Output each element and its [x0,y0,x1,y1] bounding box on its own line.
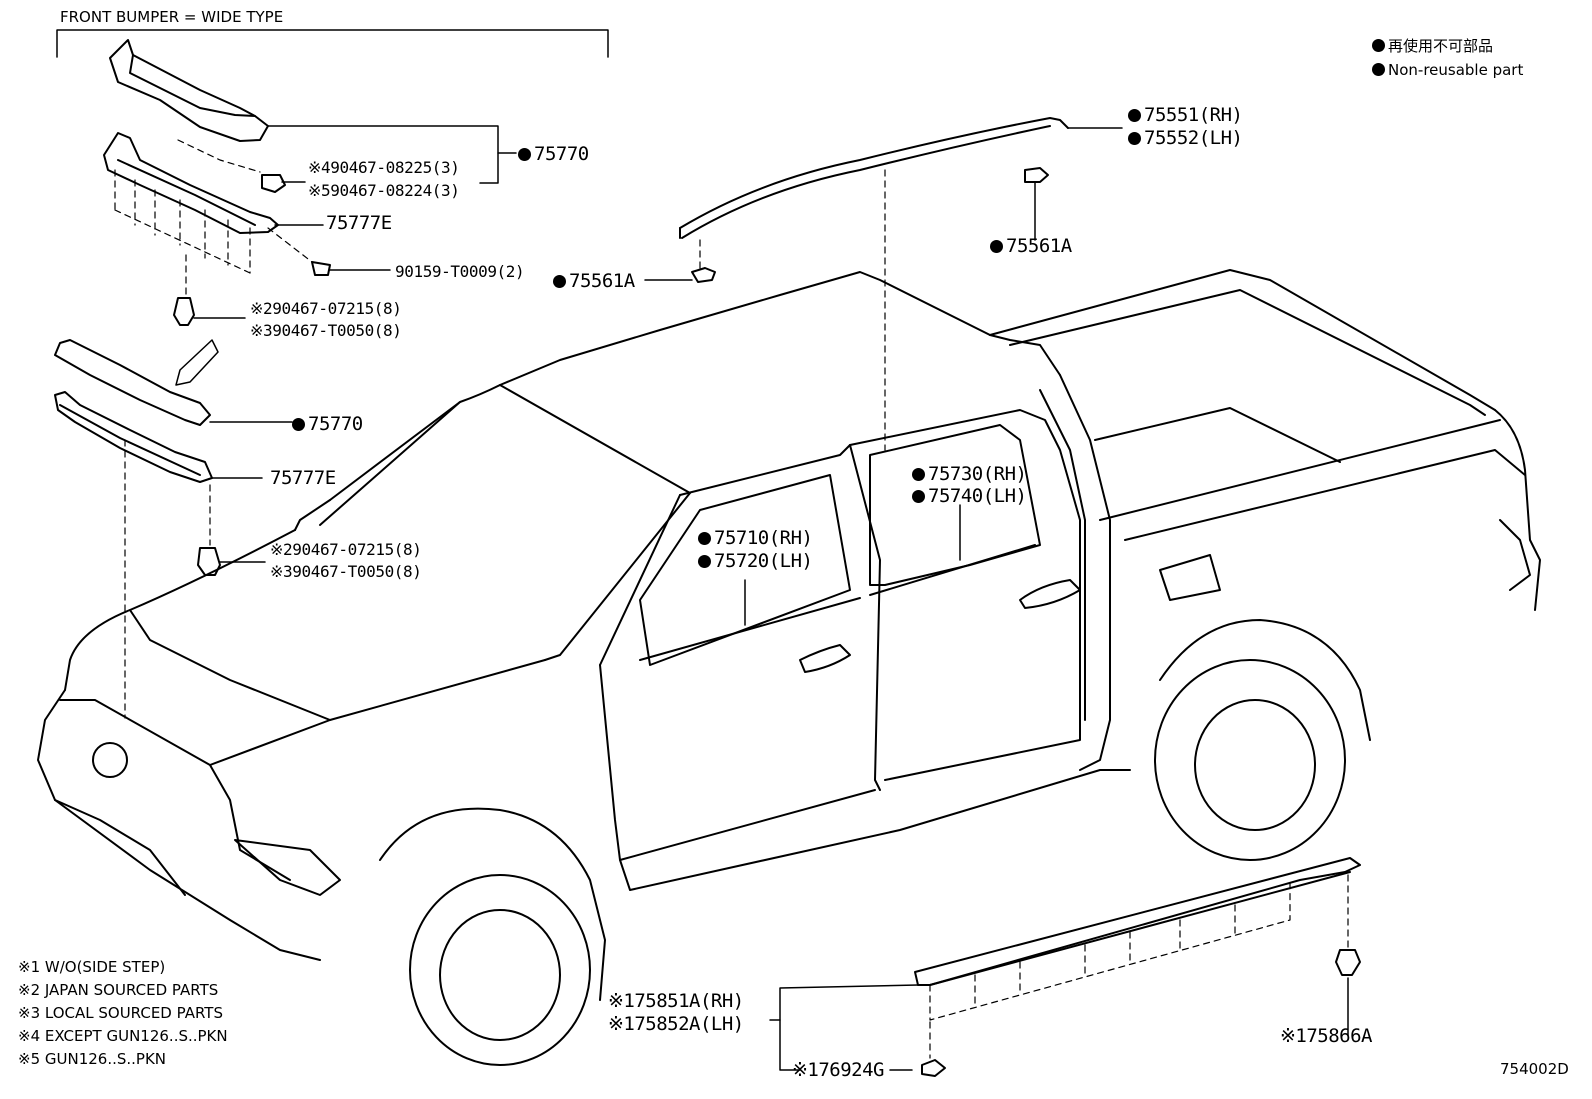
non-reusable-dot-icon [518,148,531,161]
footnote-4: ※4 EXCEPT GUN126..S..PKN [18,1027,228,1045]
footnote-2: ※2 JAPAN SOURCED PARTS [18,981,219,999]
part-label-75710[interactable]: 75710(RH) [698,527,813,549]
part-label-clip3-top[interactable]: ※390467-T0050(8) [250,321,402,340]
non-reusable-dot-icon [292,418,305,431]
footnote-1: ※1 W/O(SIDE STEP) [18,958,166,976]
front-spoiler-top [109,39,269,142]
non-reusable-dot-icon [1128,132,1141,145]
part-label-75852a[interactable]: ※175852A(LH) [608,1013,744,1035]
part-label-clip5[interactable]: ※590467-08224(3) [308,181,460,200]
arrow-icon [175,339,219,386]
footnote-5: ※5 GUN126..S..PKN [18,1050,167,1068]
roof-molding [679,117,1069,239]
legend-en: Non-reusable part [1372,61,1523,79]
non-reusable-dot-icon [553,275,566,288]
part-label-75777e-top[interactable]: 75777E [326,212,392,234]
part-label-75730[interactable]: 75730(RH) [912,463,1027,485]
clip-icon-roof-left [691,267,716,283]
part-label-75851a[interactable]: ※175851A(RH) [608,990,744,1012]
part-label-75561a-left[interactable]: 75561A [553,270,635,292]
non-reusable-dot-icon [1372,63,1385,76]
part-label-75770-top[interactable]: 75770 [518,143,589,165]
clip-icon-top [173,174,331,326]
bumper-extension-top [103,132,279,274]
front-spoiler-mid [54,339,211,426]
part-label-clip4[interactable]: ※490467-08225(3) [308,158,460,177]
non-reusable-dot-icon [698,555,711,568]
part-label-75770-mid[interactable]: 75770 [292,413,363,435]
part-label-clip2-mid[interactable]: ※290467-07215(8) [270,540,422,559]
legend-jp: 再使用不可部品 [1372,35,1493,56]
part-label-75720[interactable]: 75720(LH) [698,550,813,572]
clip-icon-step-left [921,1059,946,1077]
figure-id: 754002D [1500,1060,1569,1078]
part-label-75551[interactable]: 75551(RH) [1128,104,1243,126]
header-bracket [56,29,609,58]
clip-icon-roof-right [1024,167,1049,183]
part-label-76924g[interactable]: ※176924G [792,1059,885,1081]
part-label-75866a[interactable]: ※175866A [1280,1025,1373,1047]
bumper-extension-mid [54,391,213,483]
part-label-75777e-mid[interactable]: 75777E [270,467,336,489]
pickup-truck-outline [37,269,1541,1066]
clip-icon-mid [197,547,221,576]
clip-icon-step-right [1335,949,1361,976]
non-reusable-dot-icon [1128,109,1141,122]
part-label-75740[interactable]: 75740(LH) [912,485,1027,507]
non-reusable-dot-icon [912,468,925,481]
rocker-molding [914,857,1361,1021]
part-label-screw[interactable]: 90159-T0009(2) [395,262,525,281]
part-label-clip2-top[interactable]: ※290467-07215(8) [250,299,402,318]
part-label-clip3-mid[interactable]: ※390467-T0050(8) [270,562,422,581]
part-label-75561a-right[interactable]: 75561A [990,235,1072,257]
non-reusable-dot-icon [912,490,925,503]
non-reusable-dot-icon [1372,39,1385,52]
non-reusable-dot-icon [990,240,1003,253]
part-label-75552[interactable]: 75552(LH) [1128,127,1243,149]
header-title: FRONT BUMPER = WIDE TYPE [60,8,284,26]
footnote-3: ※3 LOCAL SOURCED PARTS [18,1004,223,1022]
non-reusable-dot-icon [698,532,711,545]
